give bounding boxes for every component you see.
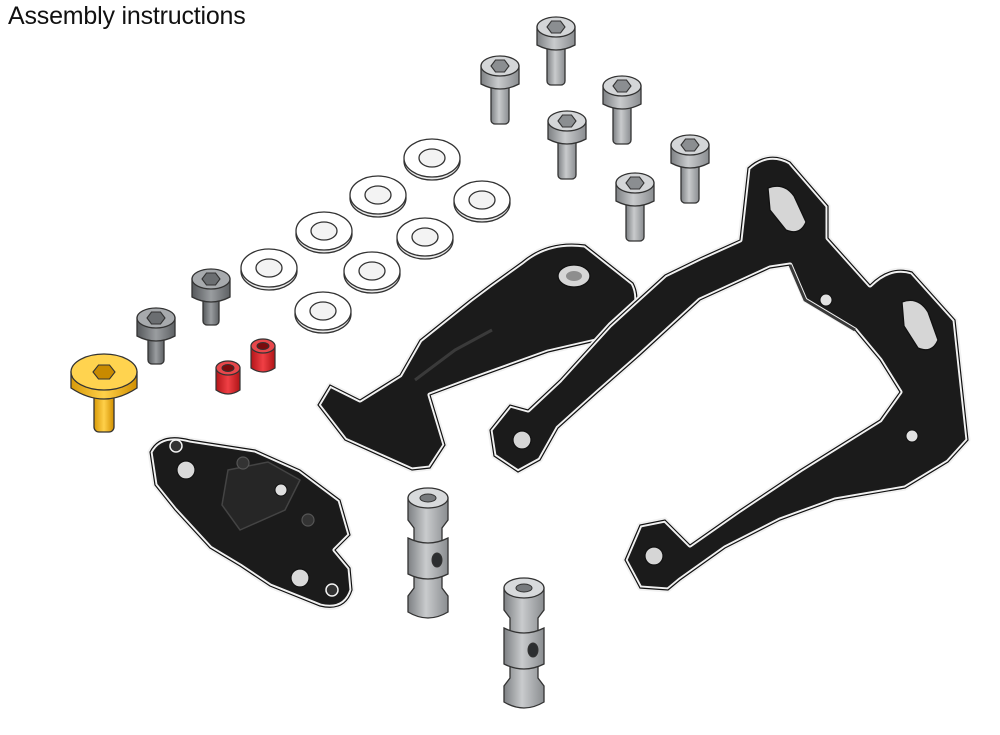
flat-washer [295,211,353,254]
socket-head-bolt [480,55,520,125]
flat-washer [349,175,407,218]
mounting-plate [147,435,355,610]
flat-washer [294,291,352,334]
red-spacer [215,360,241,395]
cross-drilled-pin [503,577,545,709]
page-title: Assembly instructions [8,2,246,30]
flat-washer [396,217,454,260]
short-socket-head-bolt [136,307,176,365]
main-frame-bracket [487,154,971,593]
flat-washer [453,180,511,223]
red-spacer [250,338,276,373]
gold-button-head-bolt [70,353,138,433]
socket-head-bolt [547,110,587,180]
cross-drilled-pin [407,487,449,619]
flat-washer [403,138,461,181]
socket-head-bolt [615,172,655,242]
socket-head-bolt [536,16,576,86]
short-socket-head-bolt [191,268,231,326]
flat-washer [343,251,401,294]
flat-washer [240,248,298,291]
socket-head-bolt [602,75,642,145]
upper-bracket [315,241,640,473]
socket-head-bolt [670,134,710,204]
